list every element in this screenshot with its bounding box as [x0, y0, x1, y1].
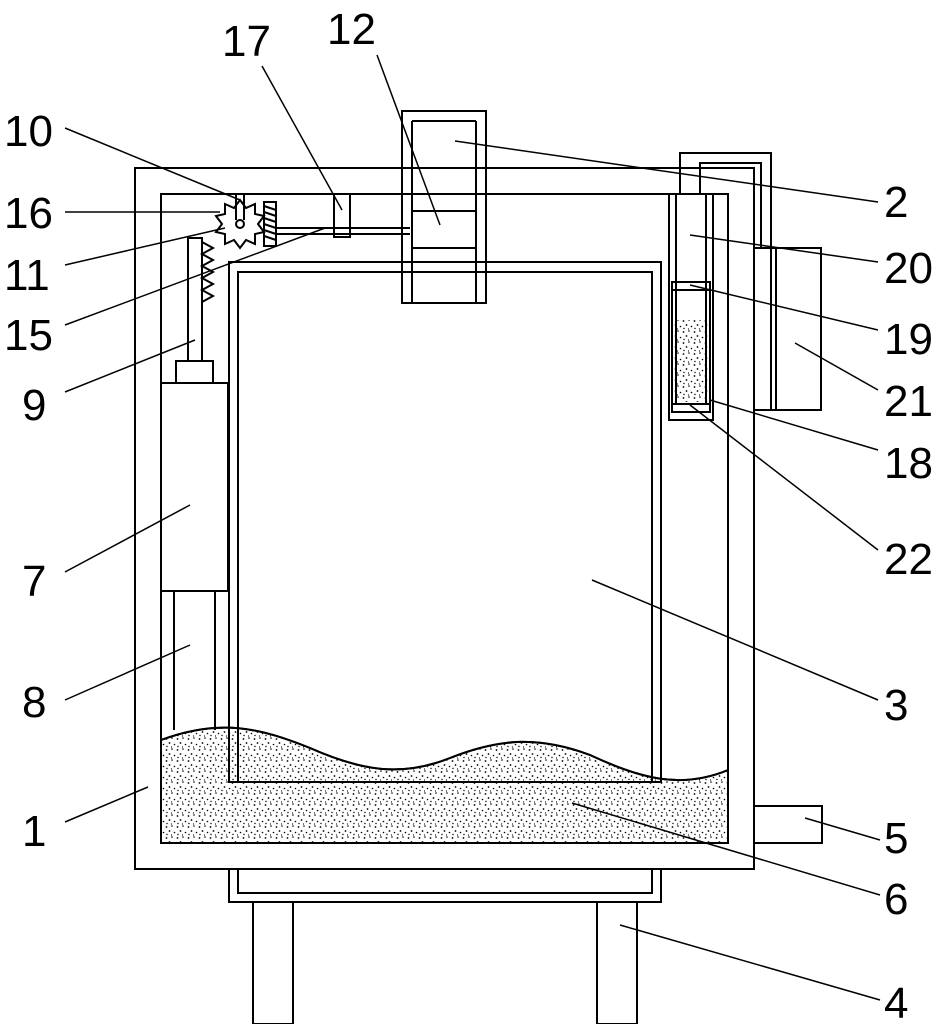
leader-8: [65, 645, 190, 700]
pump-pipe-inner: [700, 163, 761, 248]
leader-21: [795, 343, 878, 390]
base-plate: [229, 869, 661, 902]
callout-3: 3: [884, 681, 908, 730]
left-leg: [253, 902, 293, 1024]
cylinder-cap: [176, 361, 213, 383]
callout-10: 10: [4, 107, 53, 156]
pump-housing: [754, 248, 821, 410]
callout-15: 15: [4, 311, 53, 360]
leader-12: [377, 55, 440, 225]
right-leg: [597, 902, 637, 1024]
callout-17: 17: [222, 17, 271, 66]
callout-16: 16: [4, 189, 53, 238]
leader-19: [690, 285, 878, 330]
callout-7: 7: [22, 557, 46, 606]
leader-18: [710, 400, 878, 450]
slider-block: [412, 211, 476, 248]
leader-22: [690, 405, 878, 550]
brush-bristles: [264, 206, 276, 240]
leader-2: [455, 141, 878, 202]
sediment-layer: [161, 728, 728, 843]
leader-17: [262, 66, 342, 210]
callout-19: 19: [884, 315, 933, 364]
gear: [216, 200, 264, 248]
callout-21: 21: [884, 377, 933, 426]
filter-media: [674, 320, 708, 402]
leader-10: [65, 128, 240, 200]
gear-hub: [236, 220, 244, 228]
callout-18: 18: [884, 439, 933, 488]
motor-frame-outer: [402, 111, 486, 303]
callout-6: 6: [884, 875, 908, 924]
lifting-cylinder: [161, 383, 228, 591]
leader-20: [690, 235, 878, 262]
callout-8: 8: [22, 678, 46, 727]
callout-2: 2: [884, 178, 908, 227]
leader-7: [65, 505, 190, 572]
leader-5: [805, 818, 880, 840]
leader-3: [592, 580, 878, 700]
base-plate-inner: [238, 869, 652, 893]
callout-20: 20: [884, 244, 933, 293]
inner-chamber-inner-wall: [238, 272, 652, 782]
outlet-pipe: [754, 806, 822, 843]
callout-9: 9: [22, 381, 46, 430]
inner-chamber-outer-wall: [229, 262, 661, 782]
leader-4: [620, 925, 880, 1000]
callout-5: 5: [884, 814, 908, 863]
callout-11: 11: [4, 251, 50, 300]
callout-1: 1: [22, 807, 46, 856]
leader-15: [65, 228, 325, 325]
callout-4: 4: [884, 979, 908, 1024]
callout-22: 22: [884, 535, 933, 584]
callout-12: 12: [327, 5, 376, 54]
